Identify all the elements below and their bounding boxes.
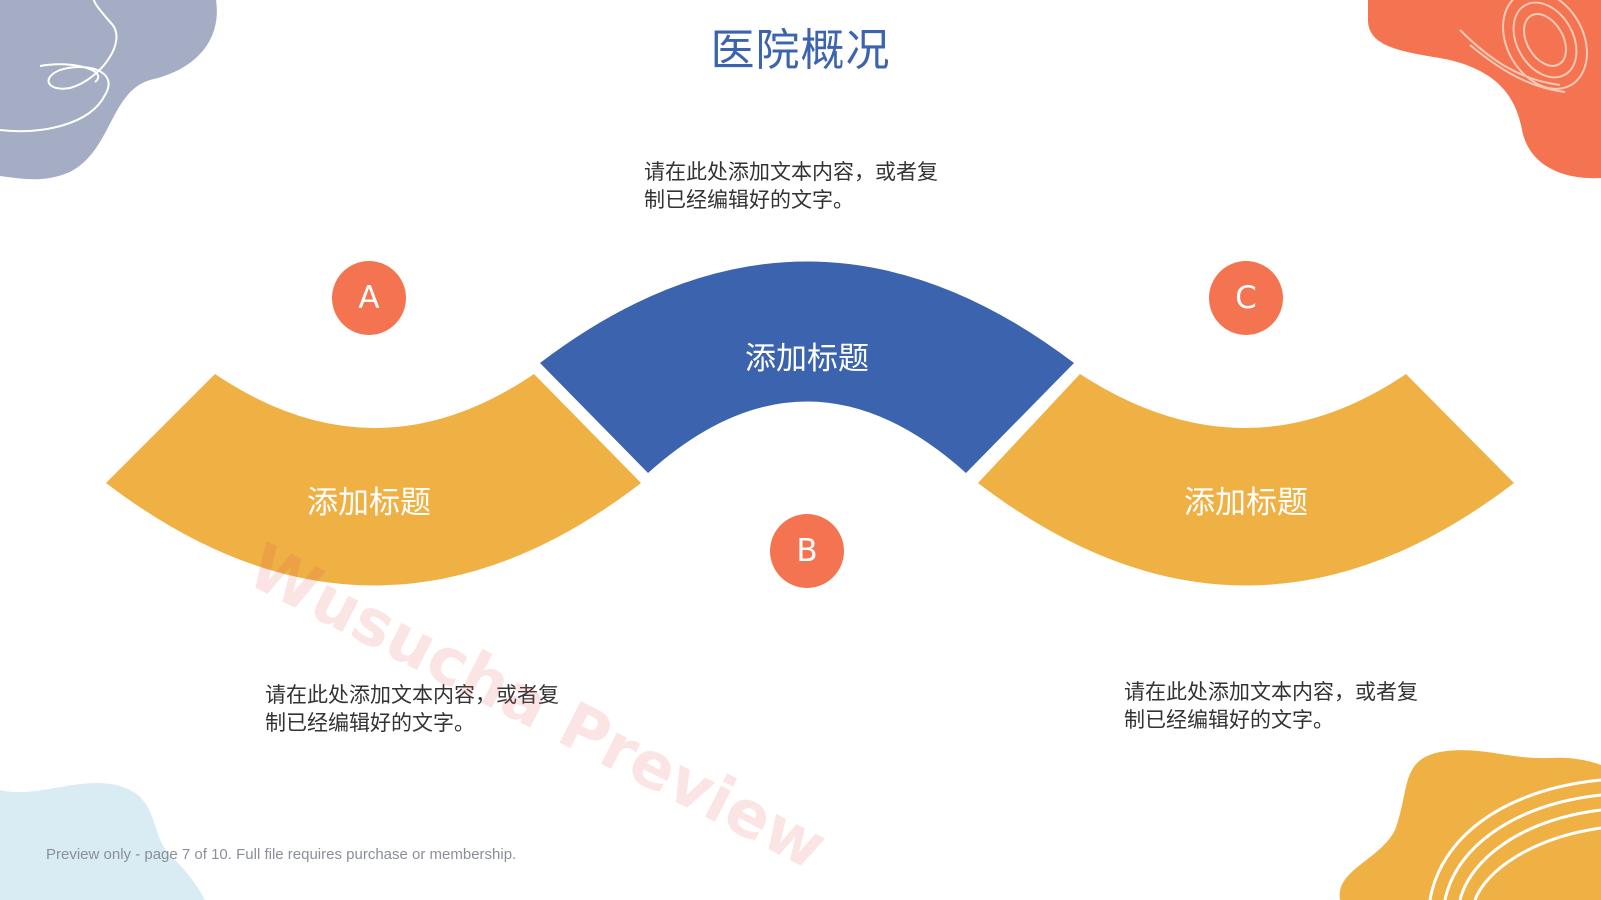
scribble-top-left: [0, 0, 118, 133]
swirl-bottom-right: [1428, 778, 1601, 900]
description-left-line1: 请在此处添加文本内容，或者复: [265, 683, 559, 707]
description-left: 请在此处添加文本内容，或者复 制已经编辑好的文字。: [265, 681, 605, 737]
description-top: 请在此处添加文本内容，或者复 制已经编辑好的文字。: [644, 158, 984, 214]
description-top-line2: 制已经编辑好的文字。: [644, 188, 854, 212]
segment-right-yellow: [978, 374, 1514, 586]
swirl-top-right: [1459, 0, 1588, 93]
segment-left-label: 添加标题: [307, 485, 431, 521]
segment-left-yellow: [106, 374, 641, 586]
segment-center-label: 添加标题: [745, 341, 869, 377]
description-right: 请在此处添加文本内容，或者复 制已经编辑好的文字。: [1124, 678, 1464, 734]
blob-bottom-left: [0, 782, 205, 900]
preview-footer-note: Preview only - page 7 of 10. Full file r…: [46, 846, 517, 863]
page-title: 医院概况: [710, 25, 891, 76]
description-left-line2: 制已经编辑好的文字。: [265, 711, 475, 735]
badge-b: B: [770, 514, 844, 588]
badge-a: A: [332, 261, 406, 335]
blob-bottom-right: [1339, 750, 1601, 900]
description-right-line1: 请在此处添加文本内容，或者复: [1124, 680, 1418, 704]
badge-c: C: [1209, 261, 1283, 335]
segment-center-blue: [540, 261, 1074, 473]
blob-top-right: [1368, 0, 1601, 179]
description-right-line2: 制已经编辑好的文字。: [1124, 708, 1334, 732]
description-top-line1: 请在此处添加文本内容，或者复: [644, 160, 938, 184]
segment-right-label: 添加标题: [1184, 485, 1308, 521]
